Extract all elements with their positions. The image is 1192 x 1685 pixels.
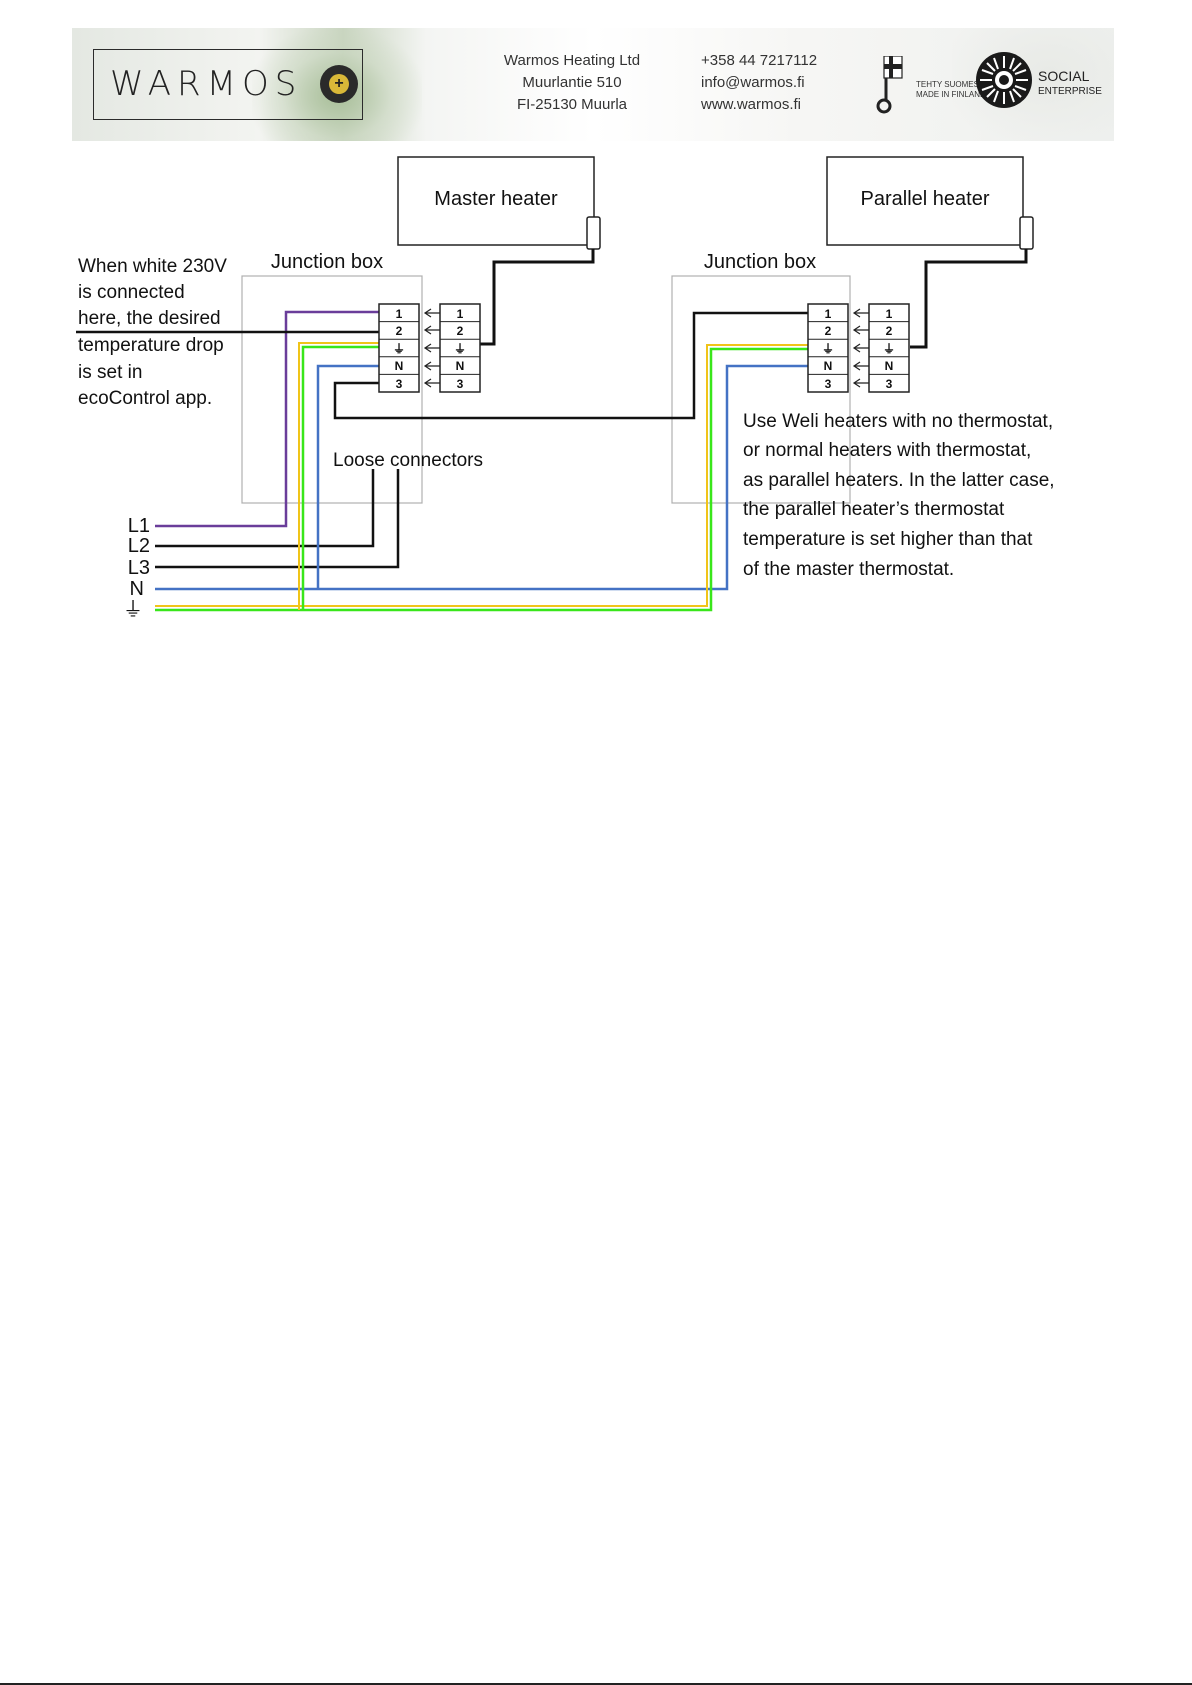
svg-text:is connected: is connected [78, 282, 185, 303]
svg-text:1: 1 [825, 307, 832, 321]
earth-symbol-icon: ⏚ [123, 599, 143, 621]
wire-neutral-left [316, 364, 380, 589]
parallel-heater: Parallel heater [826, 156, 1034, 250]
terminal-block-left-b: 1 2 ⏚ N 3 [439, 303, 481, 393]
company-address: Warmos Heating Ltd Muurlantie 510 FI-251… [472, 50, 672, 116]
svg-text:2: 2 [396, 324, 403, 338]
contact-website: www.warmos.fi [701, 96, 802, 113]
svg-text:or normal heaters with thermos: or normal heaters with thermostat, [743, 440, 1031, 461]
parallel-heater-label: Parallel heater [861, 188, 990, 210]
svg-text:is set in: is set in [78, 362, 142, 383]
wires [76, 249, 1028, 612]
master-heater-plug-icon [586, 216, 601, 250]
svg-text:3: 3 [825, 377, 832, 391]
wire-earth-left-green [301, 345, 380, 610]
svg-text:3: 3 [396, 377, 403, 391]
svg-text:N: N [885, 359, 894, 373]
social-enterprise-sun-icon [976, 52, 1032, 108]
wire-l3 [155, 469, 400, 569]
wire-label-l1: L1 [128, 515, 150, 537]
company-contact: +358 44 7217112 info@warmos.fi www.warmo… [701, 50, 851, 116]
terminal-block-right-a: 1 2 ⏚ N 3 [807, 303, 849, 393]
wire-earth-yellow [155, 344, 810, 607]
right-note: Use Weli heaters with no thermostat, or … [743, 411, 1055, 580]
wire-link-3-to-1 [333, 311, 810, 420]
page-bottom-rule [0, 1683, 1192, 1685]
header-banner: WARMOS + Warmos Heating Ltd Muurlantie 5… [72, 28, 1114, 141]
svg-text:temperature is set higher than: temperature is set higher than that [743, 529, 1033, 550]
parallel-heater-plug-icon [1019, 216, 1034, 250]
svg-text:1: 1 [396, 307, 403, 321]
wire-earth-green [155, 347, 810, 612]
svg-text:the parallel heater’s thermost: the parallel heater’s thermostat [743, 499, 1005, 520]
master-heater-label: Master heater [434, 188, 558, 210]
connector-arrows-right [852, 308, 869, 388]
wiring-diagram: Master heater Parallel heater Junction b… [76, 156, 1055, 621]
terminal-block-right-b: 1 2 ⏚ N 3 [868, 303, 910, 393]
warmos-logo: WARMOS + [93, 49, 363, 120]
svg-text:N: N [395, 359, 404, 373]
svg-text:temperature drop: temperature drop [78, 335, 224, 356]
svg-text:3: 3 [886, 377, 893, 391]
svg-text:of the master thermostat.: of the master thermostat. [743, 559, 954, 580]
brand-name: WARMOS [110, 64, 303, 104]
terminal-block-left-a: 1 2 ⏚ N 3 [378, 303, 420, 393]
contact-email: info@warmos.fi [701, 74, 805, 91]
svg-text:1: 1 [886, 307, 893, 321]
junction-box-right [671, 275, 851, 504]
made-in-finland-seal-icon: + [320, 65, 358, 103]
wire-neutral [155, 364, 810, 591]
junction-box-left-label: Junction box [271, 251, 383, 273]
connector-arrows-left [423, 308, 440, 388]
contact-phone: +358 44 7217112 [701, 52, 818, 69]
wire-earth-left-yellow [298, 342, 380, 610]
wire-labels: L1 L2 L3 N ⏚ [123, 515, 150, 621]
loose-connectors-label: Loose connectors [333, 450, 483, 471]
key-flag-icon [876, 56, 903, 114]
svg-text:⏚: ⏚ [454, 342, 466, 356]
wire-l1 [155, 310, 380, 528]
svg-text:⏚: ⏚ [883, 342, 895, 356]
svg-text:Use Weli heaters with no therm: Use Weli heaters with no thermostat, [743, 411, 1053, 432]
svg-text:as parallel heaters. In the la: as parallel heaters. In the latter case, [743, 470, 1055, 491]
company-street: Muurlantie 510 [522, 74, 622, 91]
svg-text:2: 2 [825, 324, 832, 338]
wire-l2 [155, 469, 375, 548]
social-enterprise-label: SOCIAL ENTERPRISE [1038, 68, 1102, 97]
company-name: Warmos Heating Ltd [503, 52, 641, 69]
finland-badge: TEHTY SUOMESSA MADE IN FINLAND [916, 80, 990, 99]
wire-label-l2: L2 [128, 535, 150, 557]
wire-label-n: N [130, 578, 144, 600]
company-city: FI-25130 Muurla [516, 96, 628, 113]
svg-text:When white 230V: When white 230V [78, 256, 227, 277]
wire-master-heater [470, 249, 595, 346]
svg-text:N: N [456, 359, 465, 373]
svg-text:3: 3 [457, 377, 464, 391]
svg-text:⏚: ⏚ [822, 342, 834, 356]
svg-text:2: 2 [886, 324, 893, 338]
svg-text:⏚: ⏚ [393, 342, 405, 356]
svg-text:ecoControl app.: ecoControl app. [78, 388, 212, 409]
wire-label-l3: L3 [128, 557, 150, 579]
master-heater: Master heater [397, 156, 601, 250]
wire-parallel-heater [910, 249, 1028, 349]
svg-text:N: N [824, 359, 833, 373]
left-note: When white 230V is connected here, the d… [78, 256, 227, 409]
svg-text:2: 2 [457, 324, 464, 338]
junction-box-left [241, 275, 423, 504]
svg-text:here, the desired: here, the desired [78, 308, 221, 329]
svg-text:1: 1 [457, 307, 464, 321]
junction-box-right-label: Junction box [704, 251, 816, 273]
